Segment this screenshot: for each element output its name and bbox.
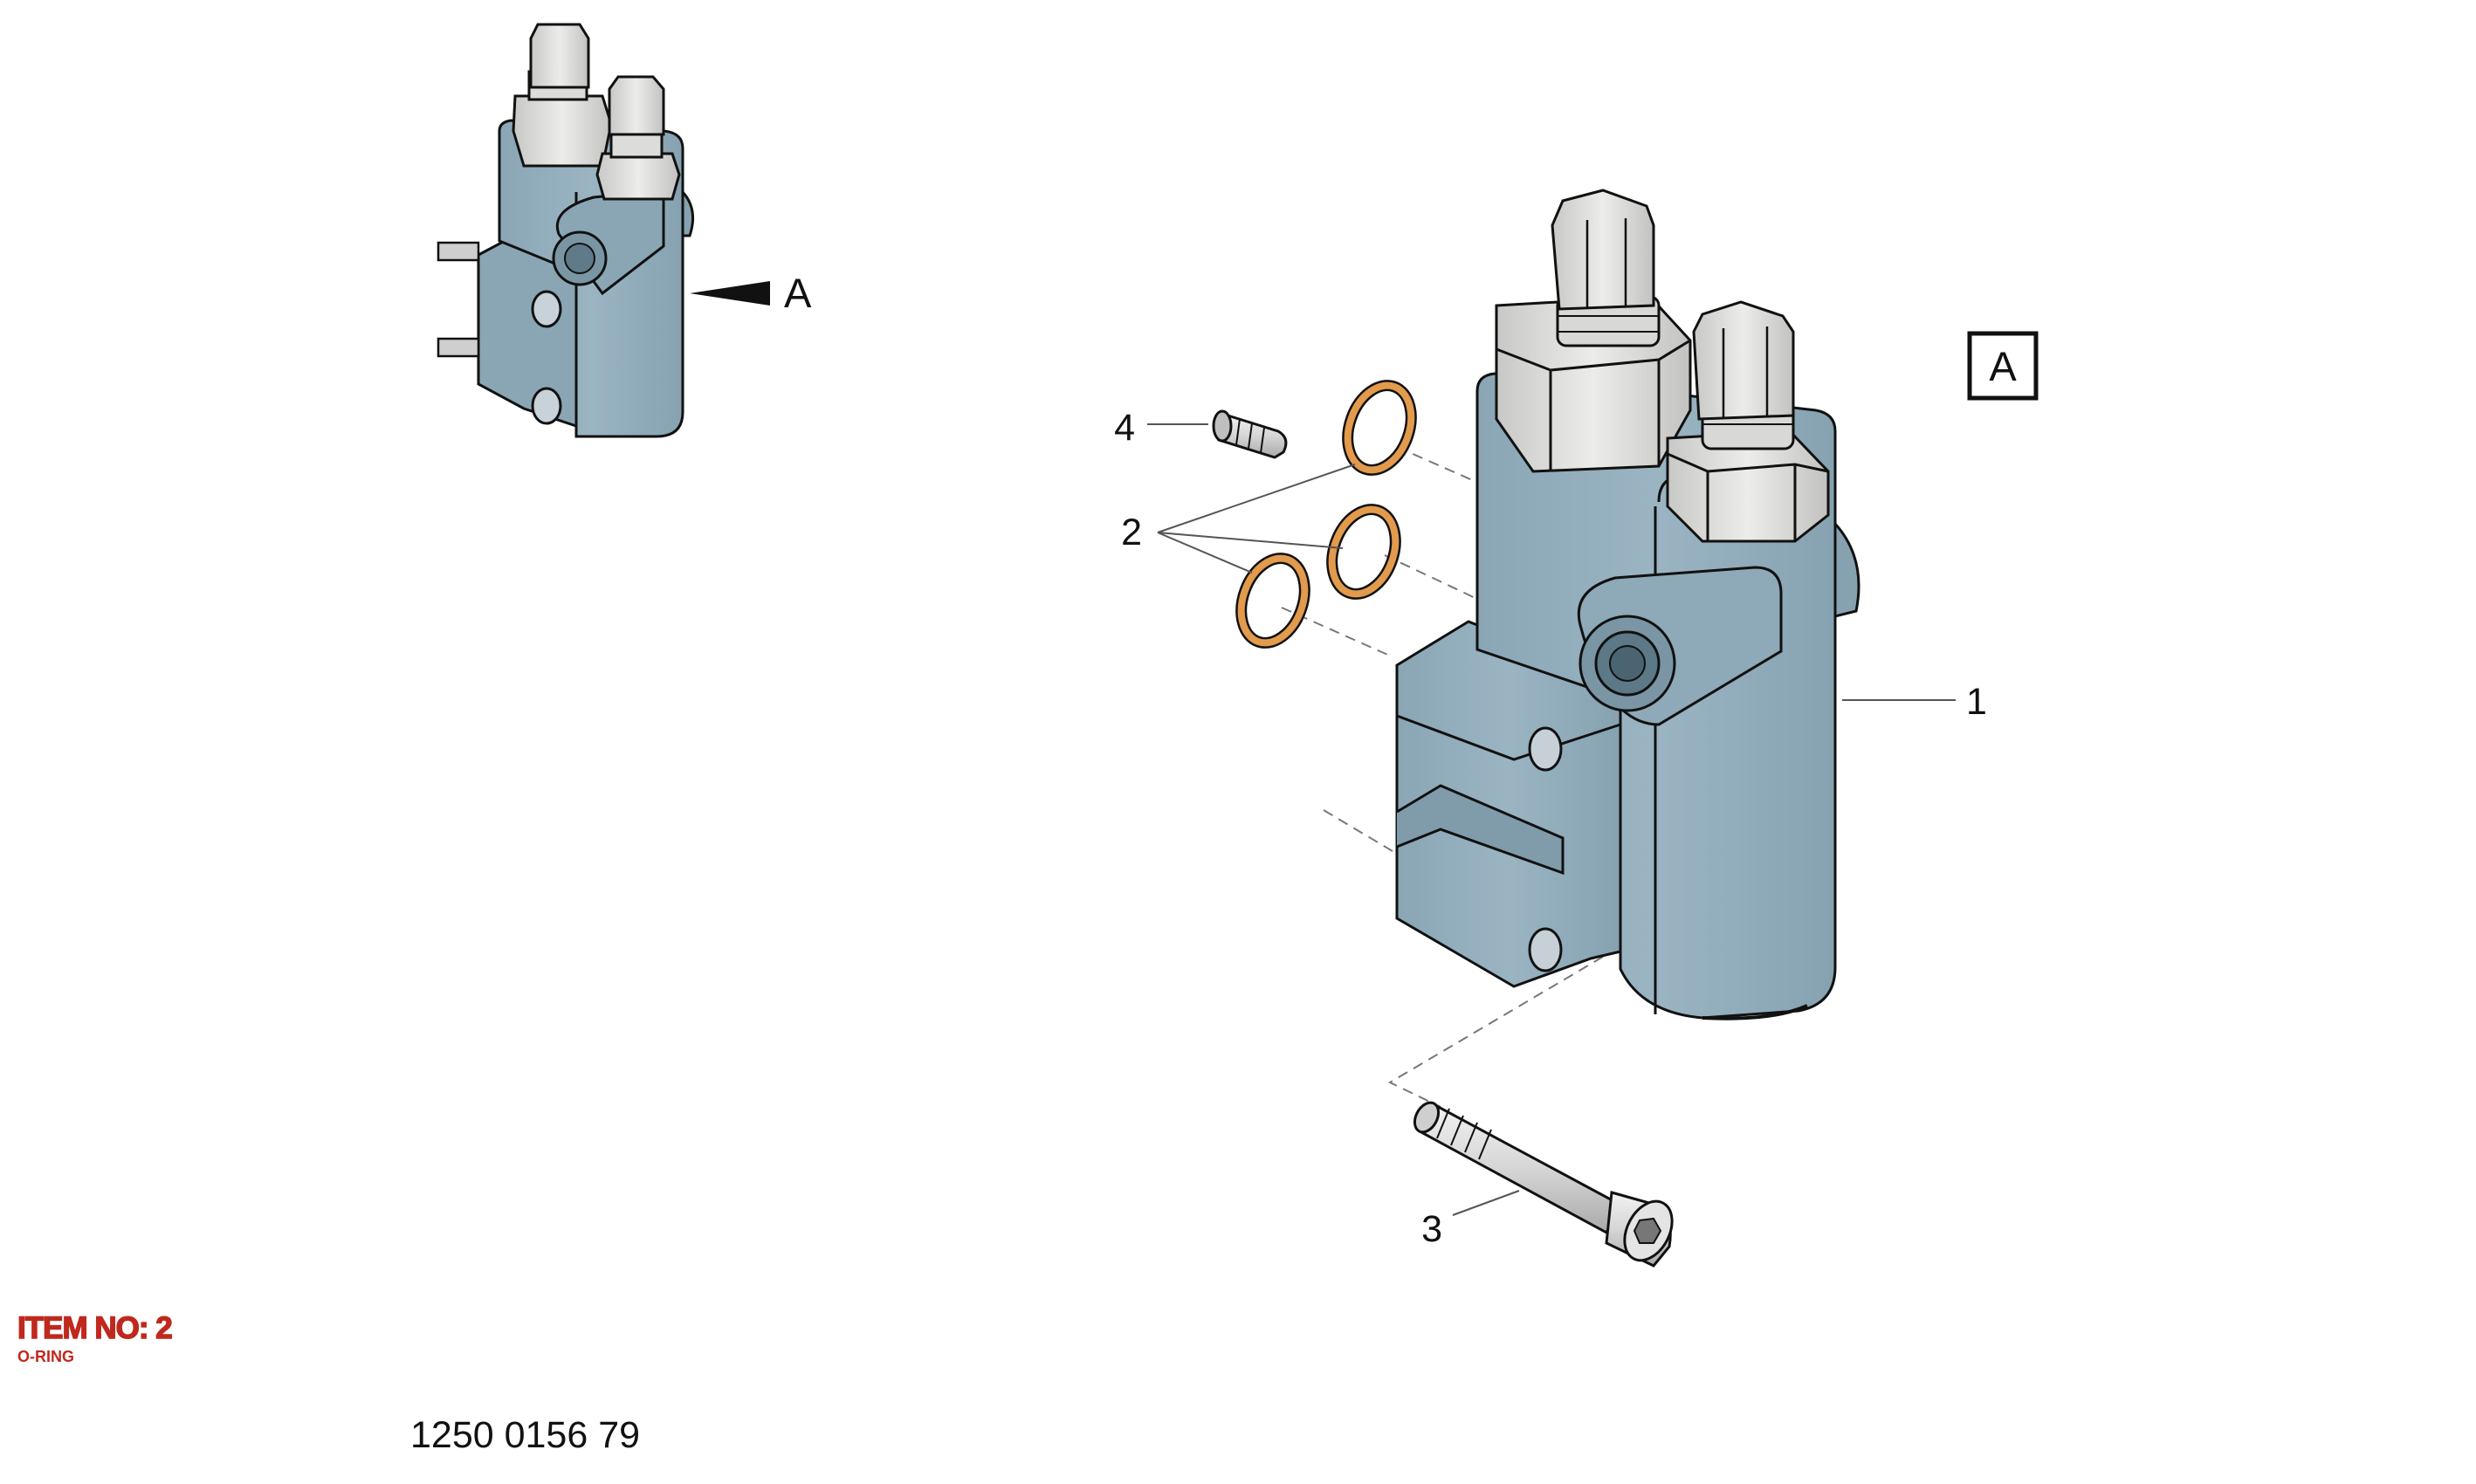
- small-fitting-icon: [1666, 300, 1830, 543]
- item-description: O-RING: [17, 1348, 74, 1365]
- o-ring-icon: [1235, 380, 1417, 649]
- socket-head-screw-icon: [1413, 1101, 1674, 1268]
- callout-item-2: 2: [1121, 512, 1142, 553]
- drawing-number: 1250 0156 79: [410, 1414, 641, 1456]
- view-arrow-label: A: [784, 270, 812, 316]
- view-box: [1967, 331, 2039, 401]
- leader-lines: [1147, 423, 1956, 1216]
- callout-item-3: 3: [1421, 1208, 1442, 1250]
- callout-item-4: 4: [1114, 407, 1135, 449]
- view-box-label: A: [1989, 343, 2017, 389]
- item-number-label: ITEM NO: 2: [17, 1310, 173, 1346]
- large-fitting-icon: [1495, 189, 1692, 473]
- callout-item-1: 1: [1966, 681, 1987, 723]
- view-arrow-icon: [690, 281, 770, 306]
- overview-valve-assembly: [437, 23, 695, 438]
- set-screw-icon: [1212, 409, 1288, 459]
- valve-body-icon: [1395, 372, 1860, 1020]
